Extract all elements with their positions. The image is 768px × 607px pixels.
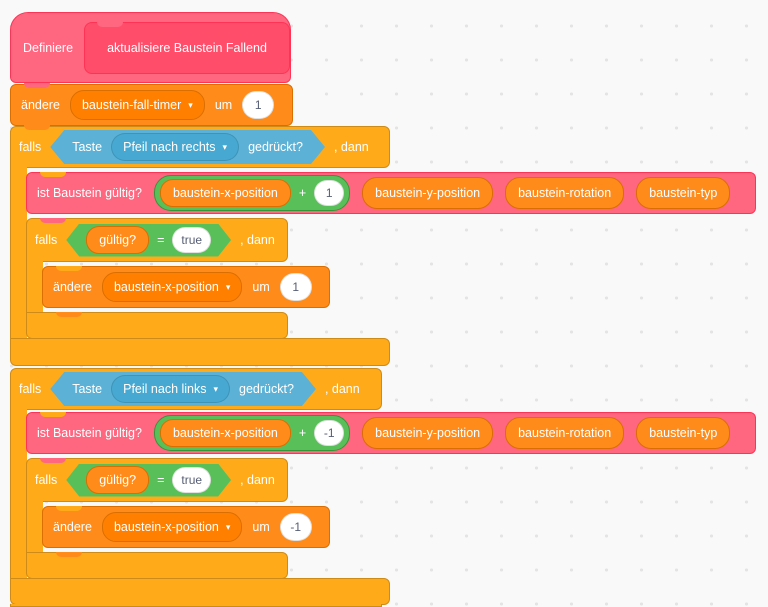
call-label: ist Baustein gültig? xyxy=(37,426,142,440)
dropdown-arrow-icon: ▾ xyxy=(225,281,231,292)
plus-label: + xyxy=(298,426,307,440)
dropdown-arrow-icon: ▾ xyxy=(222,141,228,152)
connector-bump xyxy=(24,83,50,88)
key-pressed-sensor[interactable]: Taste Pfeil nach links ▾ gedrückt? xyxy=(50,372,316,406)
connector-bump xyxy=(56,506,82,511)
gedrueckt-label: gedrückt? xyxy=(248,140,303,154)
connector-bump xyxy=(40,412,66,417)
fall-timer-value-input[interactable]: 1 xyxy=(242,91,275,119)
change-x-value-input[interactable]: 1 xyxy=(279,273,312,301)
key-label: Pfeil nach rechts xyxy=(123,140,216,154)
plus-operator[interactable]: baustein-x-position + 1 xyxy=(153,175,351,211)
equals-operator[interactable]: gültig? = true xyxy=(66,224,231,257)
change-x-left-block[interactable]: ändere baustein-x-position ▾ um -1 xyxy=(42,506,330,548)
plus-operator[interactable]: baustein-x-position + -1 xyxy=(153,415,351,451)
x-position-dropdown[interactable]: baustein-x-position ▾ xyxy=(101,512,243,542)
falls-label: falls xyxy=(19,382,42,396)
connector-bump xyxy=(56,266,82,271)
falls-label: falls xyxy=(35,233,58,247)
gueltig-variable[interactable]: gültig? xyxy=(86,226,149,254)
dropdown-arrow-icon: ▾ xyxy=(213,383,219,394)
delta-input[interactable]: -1 xyxy=(314,420,345,446)
if-right-bottom[interactable] xyxy=(10,338,390,366)
rotation-variable[interactable]: baustein-rotation xyxy=(505,417,625,449)
x-position-label: baustein-x-position xyxy=(113,280,219,294)
change-x-right-block[interactable]: ändere baustein-x-position ▾ um 1 xyxy=(42,266,330,308)
x-position-label: baustein-x-position xyxy=(113,520,219,534)
um-label: um xyxy=(214,98,233,112)
typ-variable[interactable]: baustein-typ xyxy=(636,417,731,449)
equals-label: = xyxy=(157,473,165,487)
if-valid-top-left[interactable]: falls gültig? = true , dann xyxy=(26,458,288,502)
rotation-variable[interactable]: baustein-rotation xyxy=(505,177,625,209)
key-dropdown[interactable]: Pfeil nach rechts ▾ xyxy=(111,133,239,161)
fall-timer-variable-dropdown[interactable]: baustein-fall-timer ▾ xyxy=(69,90,205,120)
delta-input[interactable]: 1 xyxy=(314,180,345,206)
connector-notch xyxy=(97,21,124,27)
if-valid-arm-left[interactable] xyxy=(26,501,43,553)
change-verb-label: ändere xyxy=(53,520,92,534)
typ-variable[interactable]: baustein-typ xyxy=(636,177,731,209)
equals-operator[interactable]: gültig? = true xyxy=(66,464,231,497)
um-label: um xyxy=(252,280,270,294)
if-right-top[interactable]: falls Taste Pfeil nach rechts ▾ gedrückt… xyxy=(10,126,390,168)
connector-bump xyxy=(40,458,66,463)
connector-bump xyxy=(40,172,66,177)
call-label: ist Baustein gültig? xyxy=(37,186,142,200)
dropdown-arrow-icon: ▾ xyxy=(225,521,231,532)
if-valid-arm-right[interactable] xyxy=(26,261,43,313)
true-input[interactable]: true xyxy=(172,467,211,493)
define-hat-block[interactable]: Definiere aktualisiere Baustein Fallend xyxy=(10,12,291,83)
if-left-bottom[interactable] xyxy=(10,578,390,605)
gedrueckt-label: gedrückt? xyxy=(239,382,294,396)
validity-call-right[interactable]: ist Baustein gültig? baustein-x-position… xyxy=(26,172,756,214)
taste-label: Taste xyxy=(72,140,103,154)
if-left-top[interactable]: falls Taste Pfeil nach links ▾ gedrückt?… xyxy=(10,368,382,410)
if-right-arm[interactable] xyxy=(10,167,27,339)
fall-timer-variable-label: baustein-fall-timer xyxy=(81,98,182,112)
validity-call-left[interactable]: ist Baustein gültig? baustein-x-position… xyxy=(26,412,756,454)
dann-label: , dann xyxy=(324,382,360,396)
dann-label: , dann xyxy=(240,473,275,487)
x-position-dropdown[interactable]: baustein-x-position ▾ xyxy=(101,272,243,302)
equals-label: = xyxy=(157,233,165,247)
key-label: Pfeil nach links xyxy=(123,382,207,396)
true-input[interactable]: true xyxy=(172,227,211,253)
change-verb-label: ändere xyxy=(21,98,60,112)
falls-label: falls xyxy=(35,473,58,487)
y-position-variable[interactable]: baustein-y-position xyxy=(362,177,494,209)
custom-block-prototype[interactable]: aktualisiere Baustein Fallend xyxy=(84,21,290,74)
key-dropdown[interactable]: Pfeil nach links ▾ xyxy=(111,375,230,403)
falls-label: falls xyxy=(19,140,42,154)
dropdown-arrow-icon: ▾ xyxy=(188,99,193,110)
connector-bump xyxy=(40,218,66,223)
connector-bump xyxy=(56,312,82,317)
change-x-value-input[interactable]: -1 xyxy=(279,513,312,541)
key-pressed-sensor[interactable]: Taste Pfeil nach rechts ▾ gedrückt? xyxy=(50,130,325,164)
y-position-variable[interactable]: baustein-y-position xyxy=(362,417,494,449)
dann-label: , dann xyxy=(240,233,275,247)
taste-label: Taste xyxy=(72,382,103,396)
dann-label: , dann xyxy=(333,140,369,154)
custom-block-name: aktualisiere Baustein Fallend xyxy=(107,40,267,55)
change-fall-timer-block[interactable]: ändere baustein-fall-timer ▾ um 1 xyxy=(10,84,293,126)
change-verb-label: ändere xyxy=(53,280,92,294)
x-position-variable[interactable]: baustein-x-position xyxy=(159,179,291,207)
connector-bump xyxy=(56,552,82,557)
gueltig-variable[interactable]: gültig? xyxy=(86,466,149,494)
define-label: Definiere xyxy=(23,40,74,55)
connector-bump xyxy=(24,125,50,130)
if-valid-top-right[interactable]: falls gültig? = true , dann xyxy=(26,218,288,262)
if-left-arm[interactable] xyxy=(10,409,27,579)
um-label: um xyxy=(252,520,270,534)
x-position-variable[interactable]: baustein-x-position xyxy=(159,419,291,447)
plus-label: + xyxy=(298,186,307,200)
